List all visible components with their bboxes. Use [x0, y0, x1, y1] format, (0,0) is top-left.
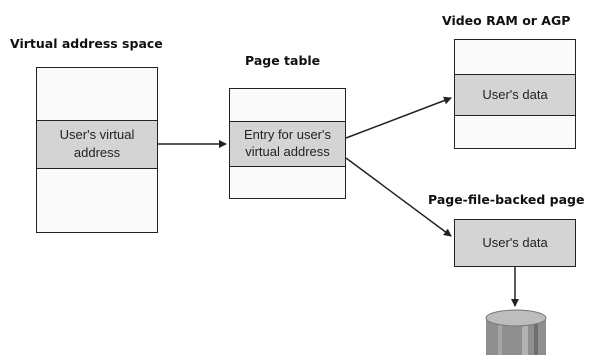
- page-table-title: Page table: [245, 53, 321, 68]
- video-ram-title: Video RAM or AGP: [442, 13, 571, 28]
- page-table-entry-line2: virtual address: [245, 144, 330, 159]
- disk-icon: [485, 309, 547, 355]
- vas-user-entry: User's virtual address: [37, 121, 157, 169]
- page-table-top-segment: [230, 89, 345, 122]
- page-table-entry-line1: Entry for user's: [243, 127, 331, 142]
- vas-entry-line2: address: [73, 145, 121, 160]
- video-ram-top-segment: [455, 40, 575, 75]
- virtual-address-space-title: Virtual address space: [10, 36, 163, 51]
- arrow-page-table-to-video-ram: [345, 96, 452, 139]
- vas-entry-line1: User's virtual: [59, 127, 135, 142]
- page-file-user-data-label: User's data: [482, 235, 548, 250]
- video-ram-user-data: User's data: [455, 75, 575, 116]
- vas-top-segment: [37, 68, 157, 121]
- page-table-entry: Entry for user's virtual address: [230, 122, 345, 167]
- page-file-page-title: Page-file-backed page: [428, 192, 585, 207]
- page-table-box: Entry for user's virtual address: [229, 88, 346, 199]
- virtual-address-space-box: User's virtual address: [36, 67, 158, 233]
- page-file-page-box: User's data: [454, 219, 576, 267]
- video-ram-box: User's data: [454, 39, 576, 149]
- arrow-page-table-to-page-file: [345, 157, 452, 237]
- video-ram-user-data-label: User's data: [482, 87, 548, 102]
